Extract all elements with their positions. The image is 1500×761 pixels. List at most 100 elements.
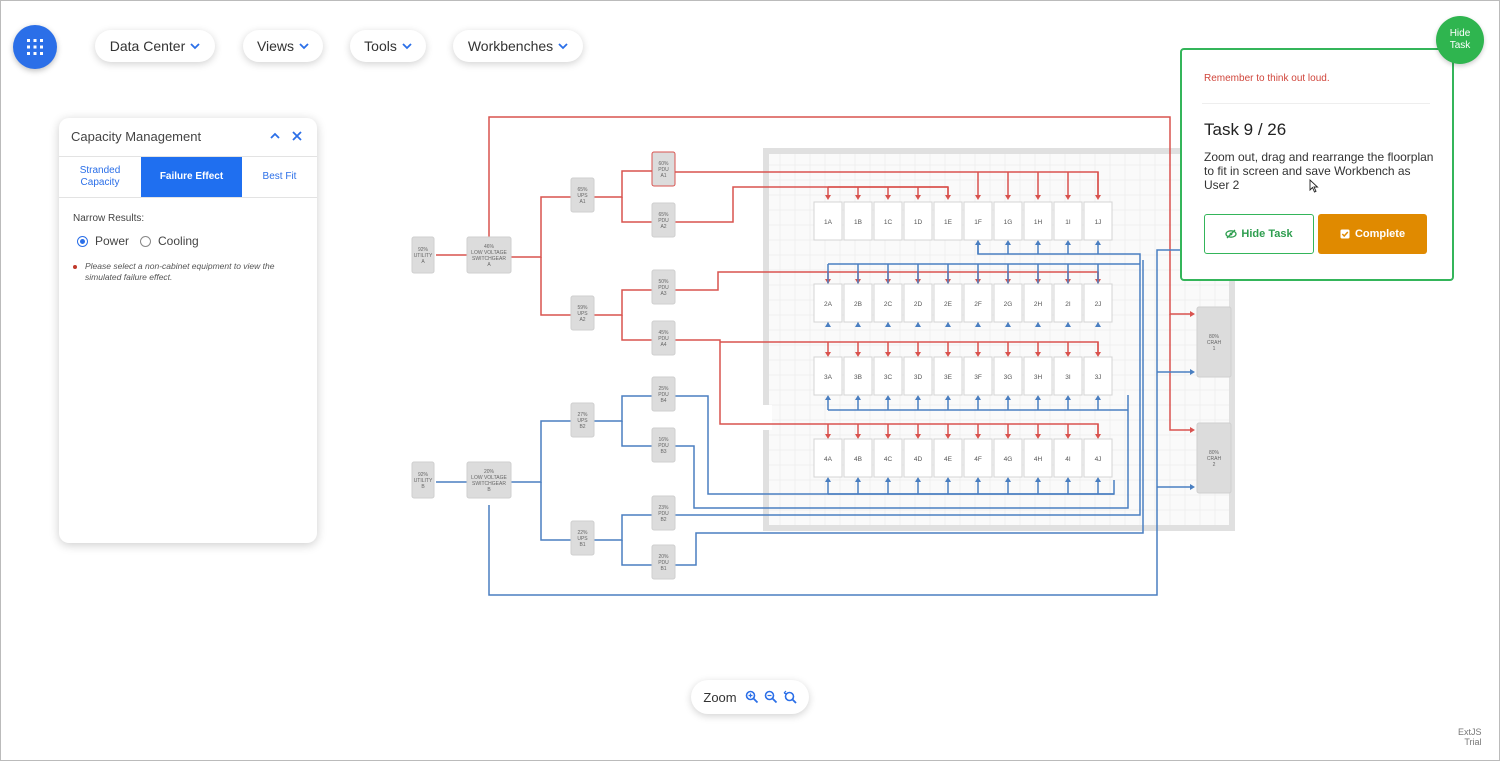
tools-label: Tools: [364, 38, 397, 54]
ups-b2-label: B2: [579, 424, 585, 430]
ups-b1: [570, 520, 595, 556]
cabinet-3G: [993, 356, 1023, 396]
divider: [1202, 103, 1430, 104]
cabinet-label: 4J: [1095, 456, 1102, 463]
cabinet-3E: [933, 356, 963, 396]
cabinet-1F: [963, 201, 993, 241]
cabinet-label: 2A: [824, 301, 833, 308]
cabinet-label: 1I: [1065, 219, 1071, 226]
crah-2: [1196, 422, 1232, 494]
hide-task-button[interactable]: Hide Task: [1204, 214, 1314, 254]
arrow-down-icon: [1005, 434, 1011, 439]
switchgear-b-label: B: [487, 487, 491, 493]
app-menu-button[interactable]: [13, 25, 57, 69]
arrow-up-icon: [825, 322, 831, 327]
cabinet-label: 4C: [884, 456, 893, 463]
trial-line1: ExtJS: [1458, 727, 1482, 737]
cabinet-label: 3I: [1065, 374, 1071, 381]
grid-icon: [27, 39, 43, 55]
complete-button[interactable]: Complete: [1318, 214, 1427, 254]
pdu-a3-label: A3: [660, 291, 666, 297]
cabinet-1I: [1053, 201, 1083, 241]
cabinet-2G: [993, 283, 1023, 323]
tools-menu[interactable]: Tools: [350, 30, 426, 62]
cabinet-3F: [963, 356, 993, 396]
arrow-right-icon: [1190, 484, 1195, 490]
arrow-up-icon: [1035, 322, 1041, 327]
zoom-out-icon[interactable]: [764, 690, 778, 704]
arrow-down-icon: [1005, 195, 1011, 200]
close-icon[interactable]: [291, 130, 303, 142]
arrow-up-icon: [1035, 477, 1041, 482]
reminder-text: Remember to think out loud.: [1204, 73, 1330, 84]
arrow-down-icon: [915, 195, 921, 200]
pdu-b1-label: 20%: [658, 554, 669, 560]
ups-a1-label: 65%: [577, 187, 588, 193]
power-option-label[interactable]: Power: [95, 234, 130, 248]
chevron-down-icon: [558, 43, 568, 50]
feed-a-to-pdu-a4: [621, 315, 652, 341]
zoom-control: Zoom: [691, 680, 809, 714]
chevron-down-icon: [299, 43, 309, 50]
cooling-option-label[interactable]: Cooling: [158, 234, 199, 248]
pdu-b3-label: B3: [660, 449, 666, 455]
cabinet-label: 4H: [1034, 456, 1043, 463]
ups-a2-label: 59%: [577, 305, 588, 311]
cabinet-1C: [873, 201, 903, 241]
cabinet-label: 2H: [1034, 301, 1043, 308]
data-center-menu[interactable]: Data Center: [95, 30, 215, 62]
switchgear-a-label: SWITCHGEAR: [472, 256, 506, 262]
arrow-down-icon: [975, 434, 981, 439]
views-menu[interactable]: Views: [243, 30, 323, 62]
switchgear-b-label: 20%: [484, 469, 495, 475]
arrow-up-icon: [885, 322, 891, 327]
zoom-reset-icon[interactable]: [783, 690, 797, 704]
cabinet-label: 4E: [944, 456, 953, 463]
cooling-radio[interactable]: [140, 235, 152, 247]
arrow-up-icon: [855, 322, 861, 327]
collapse-icon[interactable]: [269, 130, 281, 142]
tab-best-fit[interactable]: Best Fit: [262, 171, 297, 182]
cabinet-label: 1C: [884, 219, 893, 226]
arrow-down-icon: [885, 352, 891, 357]
feed-b-to-ups-b2: [511, 420, 571, 483]
task-number: Task 9 / 26: [1204, 120, 1287, 139]
cabinet-4D: [903, 438, 933, 478]
pdu-a4: [651, 320, 676, 356]
ups-a2: [570, 295, 595, 331]
arrow-down-icon: [1095, 434, 1101, 439]
arrow-up-icon: [855, 395, 861, 400]
cabinet-1B: [843, 201, 873, 241]
arrow-down-icon: [1035, 195, 1041, 200]
pdu-b1-to-row-1: [675, 260, 1144, 566]
pdu-b2: [651, 495, 676, 531]
room-door-gap: [762, 405, 772, 430]
cabinet-label: 4D: [914, 456, 923, 463]
power-radio[interactable]: [77, 235, 88, 247]
arrow-down-icon: [1065, 352, 1071, 357]
pdu-b2-to-row-2: [675, 253, 1141, 516]
tab-stranded-capacity[interactable]: Stranded Capacity: [79, 165, 121, 188]
pdu-b4-to-row-4: [675, 395, 1115, 495]
pdu-a1-label: PDU: [658, 167, 669, 173]
workbenches-menu[interactable]: Workbenches: [453, 30, 583, 62]
arrow-down-icon: [1035, 352, 1041, 357]
ups-b2-label: UPS: [577, 418, 588, 424]
cabinet-label: 1H: [1034, 219, 1043, 226]
pdu-b1-label: B1: [660, 566, 666, 572]
cabinet-label: 4A: [824, 456, 833, 463]
cabinet-2B: [843, 283, 873, 323]
cabinet-label: 2E: [944, 301, 953, 308]
cabinet-3C: [873, 356, 903, 396]
arrow-up-icon: [825, 477, 831, 482]
arrow-up-icon: [975, 322, 981, 327]
crah-2-label: CRAH: [1207, 456, 1222, 462]
arrow-down-icon: [945, 195, 951, 200]
arrow-up-icon: [1005, 395, 1011, 400]
cabinet-label: 2C: [884, 301, 893, 308]
crah-1-label: 80%: [1209, 334, 1220, 340]
zoom-in-icon[interactable]: [745, 690, 759, 704]
tab-failure-effect[interactable]: Failure Effect: [141, 157, 242, 197]
